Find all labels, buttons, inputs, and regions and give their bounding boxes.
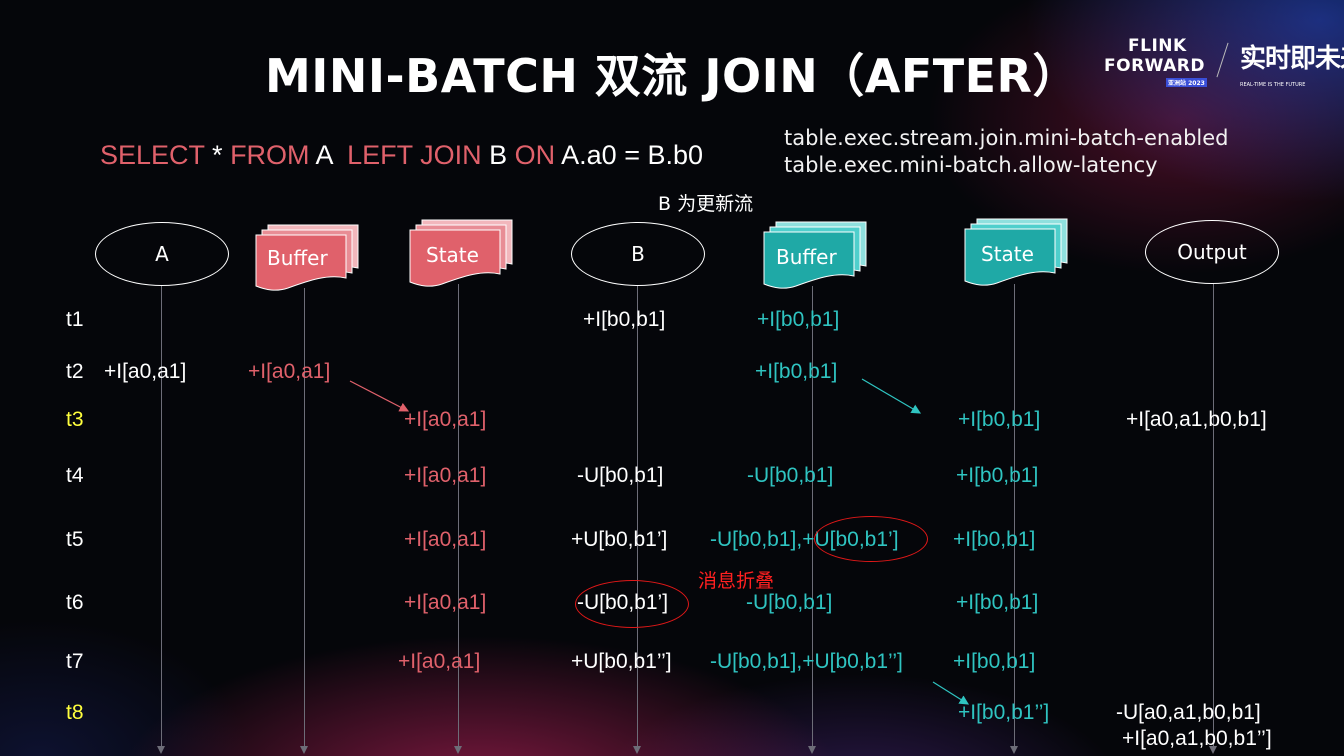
timeline-b <box>633 286 641 754</box>
time-t2: t2 <box>66 360 84 383</box>
t2-buffer-a-value: +I[a0,a1] <box>248 360 331 383</box>
arrow-buffer-a-to-state-a <box>349 380 410 412</box>
t5-state-b-value: +I[b0,b1] <box>953 528 1036 551</box>
time-t8: t8 <box>66 701 84 724</box>
logo-line1: FLINK <box>1128 36 1187 56</box>
node-a: A <box>95 222 229 286</box>
node-b: B <box>571 222 705 286</box>
t7-b-value: +U[b0,b1’’] <box>571 650 672 673</box>
time-t3: t3 <box>66 408 84 431</box>
sql-table-b: B <box>481 140 515 170</box>
t5-b-value: +U[b0,b1’] <box>571 528 668 551</box>
t7-state-a-value: +I[a0,a1] <box>398 650 481 673</box>
time-t5: t5 <box>66 528 84 551</box>
node-output: Output <box>1145 220 1279 284</box>
time-t4: t4 <box>66 464 84 487</box>
buffer-b-shape <box>763 221 867 289</box>
time-t1: t1 <box>66 308 84 331</box>
arrow-buffer-b-to-state-b-t8 <box>932 681 970 705</box>
t4-buffer-b-value: -U[b0,b1] <box>747 464 834 487</box>
t1-buffer-b-value: +I[b0,b1] <box>757 308 840 331</box>
t2-a-value: +I[a0,a1] <box>104 360 187 383</box>
sql-star: * <box>204 140 231 170</box>
time-t7: t7 <box>66 650 84 673</box>
logo-asia-badge: 亚洲站 2023 <box>1166 78 1207 87</box>
t6-buffer-b-value: -U[b0,b1] <box>746 591 833 614</box>
sql-table-a: A <box>309 140 348 170</box>
t6-fold-highlight-circle <box>575 580 689 628</box>
timeline-state-b <box>1010 284 1018 754</box>
node-buffer-b-label: Buffer <box>776 245 837 269</box>
timeline-buffer-b <box>808 286 816 754</box>
t8-output-retract-value: -U[a0,a1,b0,b1] <box>1116 701 1261 724</box>
node-output-label: Output <box>1177 240 1247 264</box>
sql-on: ON <box>514 140 556 170</box>
sql-left-join: LEFT JOIN <box>347 140 482 170</box>
t8-state-b-value: +I[b0,b1’’] <box>958 701 1050 724</box>
b-update-stream-note: B 为更新流 <box>658 193 754 215</box>
t8-output-insert-value: +I[a0,a1,b0,b1’’] <box>1122 727 1272 750</box>
node-a-label: A <box>155 242 169 266</box>
logo-subtitle: REAL-TIME IS THE FUTURE <box>1240 82 1306 88</box>
logo-line2: FORWARD <box>1104 56 1206 76</box>
node-state-b-label: State <box>981 242 1034 266</box>
config-mini-batch-enabled: table.exec.stream.join.mini-batch-enable… <box>784 126 1229 150</box>
sql-statement: SELECT * FROM A LEFT JOIN B ON A.a0 = B.… <box>100 140 703 171</box>
state-b-shape <box>964 218 1068 286</box>
slide-title: MINI-BATCH 双流 JOIN（AFTER） <box>265 49 1079 103</box>
message-fold-annotation: 消息折叠 <box>698 570 775 592</box>
time-t6: t6 <box>66 591 84 614</box>
logo-chinese: 实时即未来 <box>1240 44 1344 74</box>
t5-state-a-value: +I[a0,a1] <box>404 528 487 551</box>
t7-state-b-value: +I[b0,b1] <box>953 650 1036 673</box>
node-b-label: B <box>631 242 645 266</box>
t4-state-a-value: +I[a0,a1] <box>404 464 487 487</box>
timeline-output <box>1209 284 1217 754</box>
timeline-a <box>157 286 165 754</box>
t2-buffer-b-value: +I[b0,b1] <box>755 360 838 383</box>
t6-state-b-value: +I[b0,b1] <box>956 591 1039 614</box>
t3-state-a-value: +I[a0,a1] <box>404 408 487 431</box>
t4-b-value: -U[b0,b1] <box>577 464 664 487</box>
timeline-state-a <box>454 284 462 754</box>
sql-select: SELECT <box>100 140 205 170</box>
t4-state-b-value: +I[b0,b1] <box>956 464 1039 487</box>
buffer-a-shape <box>255 224 359 291</box>
timeline-buffer-a <box>300 288 308 754</box>
state-a-shape <box>409 219 513 287</box>
arrow-buffer-b-to-state-b <box>861 378 922 414</box>
t1-b-value: +I[b0,b1] <box>583 308 666 331</box>
t7-buffer-b-value: -U[b0,b1],+U[b0,b1’’] <box>710 650 903 673</box>
sql-from: FROM <box>230 140 310 170</box>
node-state-a-label: State <box>426 243 479 267</box>
config-allow-latency: table.exec.mini-batch.allow-latency <box>784 153 1158 177</box>
t6-state-a-value: +I[a0,a1] <box>404 591 487 614</box>
node-buffer-a-label: Buffer <box>267 246 328 270</box>
sql-condition: A.a0 = B.b0 <box>555 140 704 170</box>
t5-fold-highlight-circle <box>814 516 928 562</box>
t3-output-value: +I[a0,a1,b0,b1] <box>1126 408 1267 431</box>
t3-state-b-value: +I[b0,b1] <box>958 408 1041 431</box>
